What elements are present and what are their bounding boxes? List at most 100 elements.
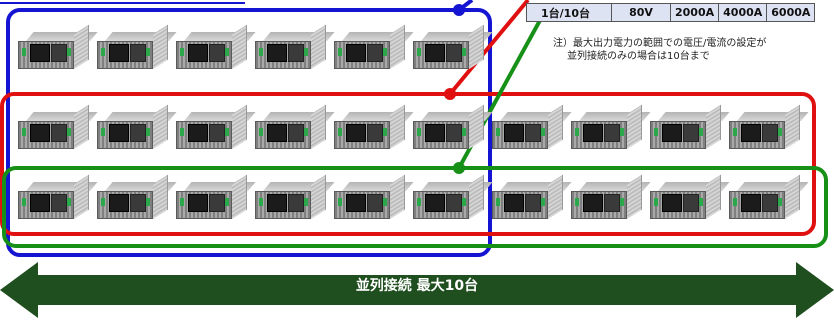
- unit-handle-left: [180, 198, 184, 206]
- spec-cell-units: 1台/10台: [526, 3, 612, 22]
- unit-side: [390, 104, 405, 149]
- unit-handle-left: [338, 128, 342, 136]
- power-supply-unit: [334, 104, 414, 152]
- green-group-outline: [2, 166, 828, 248]
- unit-handle-left: [575, 128, 579, 136]
- unit-handle-right: [462, 128, 466, 136]
- unit-control-panel: [209, 194, 225, 212]
- unit-control-panel: [288, 194, 304, 212]
- red-group-outline: [0, 92, 816, 236]
- unit-handle-right: [778, 128, 782, 136]
- unit-handle-left: [496, 128, 500, 136]
- unit-side: [706, 104, 721, 149]
- unit-handle-right: [67, 48, 71, 56]
- unit-display: [583, 194, 603, 212]
- unit-control-panel: [683, 124, 699, 142]
- unit-control-panel: [209, 44, 225, 62]
- unit-side: [153, 104, 168, 149]
- note-text: 注）最大出力電力の範囲での電圧/電流の設定が 並列接続のみの場合は10台まで: [553, 37, 766, 63]
- power-supply-unit: [176, 104, 256, 152]
- unit-side: [153, 24, 168, 69]
- unit-handle-left: [22, 198, 26, 206]
- unit-display: [504, 124, 524, 142]
- unit-display: [346, 44, 366, 62]
- unit-display: [188, 124, 208, 142]
- unit-display: [109, 44, 129, 62]
- unit-side: [153, 174, 168, 219]
- power-supply-unit: [18, 24, 98, 72]
- unit-display: [30, 124, 50, 142]
- unit-handle-left: [259, 128, 263, 136]
- power-supply-unit: [18, 104, 98, 152]
- red-leader-line: [448, 0, 530, 96]
- unit-handle-right: [462, 48, 466, 56]
- unit-handle-right: [699, 128, 703, 136]
- unit-handle-right: [541, 128, 545, 136]
- unit-display: [425, 44, 445, 62]
- unit-control-panel: [209, 124, 225, 142]
- unit-display: [346, 194, 366, 212]
- power-supply-unit: [413, 174, 493, 222]
- unit-handle-right: [304, 198, 308, 206]
- red-leader-dot: [444, 88, 456, 100]
- spec-cell-voltage: 80V: [611, 3, 671, 22]
- unit-control-panel: [130, 44, 146, 62]
- unit-handle-right: [620, 198, 624, 206]
- unit-control-panel: [367, 44, 383, 62]
- power-supply-unit: [176, 24, 256, 72]
- unit-side: [469, 24, 484, 69]
- unit-control-panel: [288, 124, 304, 142]
- unit-handle-left: [22, 128, 26, 136]
- green-leader-dot: [453, 162, 465, 174]
- unit-handle-left: [417, 198, 421, 206]
- unit-handle-left: [101, 128, 105, 136]
- unit-control-panel: [51, 44, 67, 62]
- unit-handle-right: [225, 48, 229, 56]
- unit-side: [785, 104, 800, 149]
- unit-handle-right: [462, 198, 466, 206]
- note-line-2: 並列接続のみの場合は10台まで: [567, 51, 710, 62]
- unit-control-panel: [525, 194, 541, 212]
- unit-side: [232, 104, 247, 149]
- unit-handle-left: [101, 48, 105, 56]
- power-supply-unit: [334, 174, 414, 222]
- unit-control-panel: [525, 124, 541, 142]
- unit-side: [469, 174, 484, 219]
- unit-control-panel: [762, 194, 778, 212]
- unit-side: [785, 174, 800, 219]
- unit-side: [469, 104, 484, 149]
- spec-table-row: 1台/10台 80V 2000A 4000A 6000A: [526, 3, 816, 22]
- unit-control-panel: [130, 194, 146, 212]
- unit-handle-left: [180, 48, 184, 56]
- unit-control-panel: [51, 194, 67, 212]
- power-supply-unit: [571, 104, 651, 152]
- unit-handle-right: [225, 198, 229, 206]
- unit-display: [188, 44, 208, 62]
- unit-display: [30, 194, 50, 212]
- unit-side: [548, 174, 563, 219]
- unit-handle-left: [259, 48, 263, 56]
- note-line-1: 注）最大出力電力の範囲での電圧/電流の設定が: [553, 38, 767, 49]
- unit-handle-left: [22, 48, 26, 56]
- power-supply-unit: [97, 24, 177, 72]
- unit-side: [390, 24, 405, 69]
- unit-control-panel: [446, 124, 462, 142]
- unit-side: [706, 174, 721, 219]
- unit-side: [311, 104, 326, 149]
- unit-handle-right: [541, 198, 545, 206]
- spec-table: 1台/10台 80V 2000A 4000A 6000A: [526, 3, 816, 22]
- unit-display: [188, 194, 208, 212]
- power-supply-unit: [255, 104, 335, 152]
- power-supply-unit: [492, 104, 572, 152]
- power-supply-unit: [18, 174, 98, 222]
- spec-cell-current-2: 4000A: [718, 3, 768, 22]
- unit-display: [504, 194, 524, 212]
- unit-handle-left: [496, 198, 500, 206]
- unit-side: [311, 174, 326, 219]
- unit-handle-left: [575, 198, 579, 206]
- unit-display: [109, 124, 129, 142]
- unit-handle-right: [67, 198, 71, 206]
- unit-display: [109, 194, 129, 212]
- power-supply-unit: [334, 24, 414, 72]
- unit-display: [346, 124, 366, 142]
